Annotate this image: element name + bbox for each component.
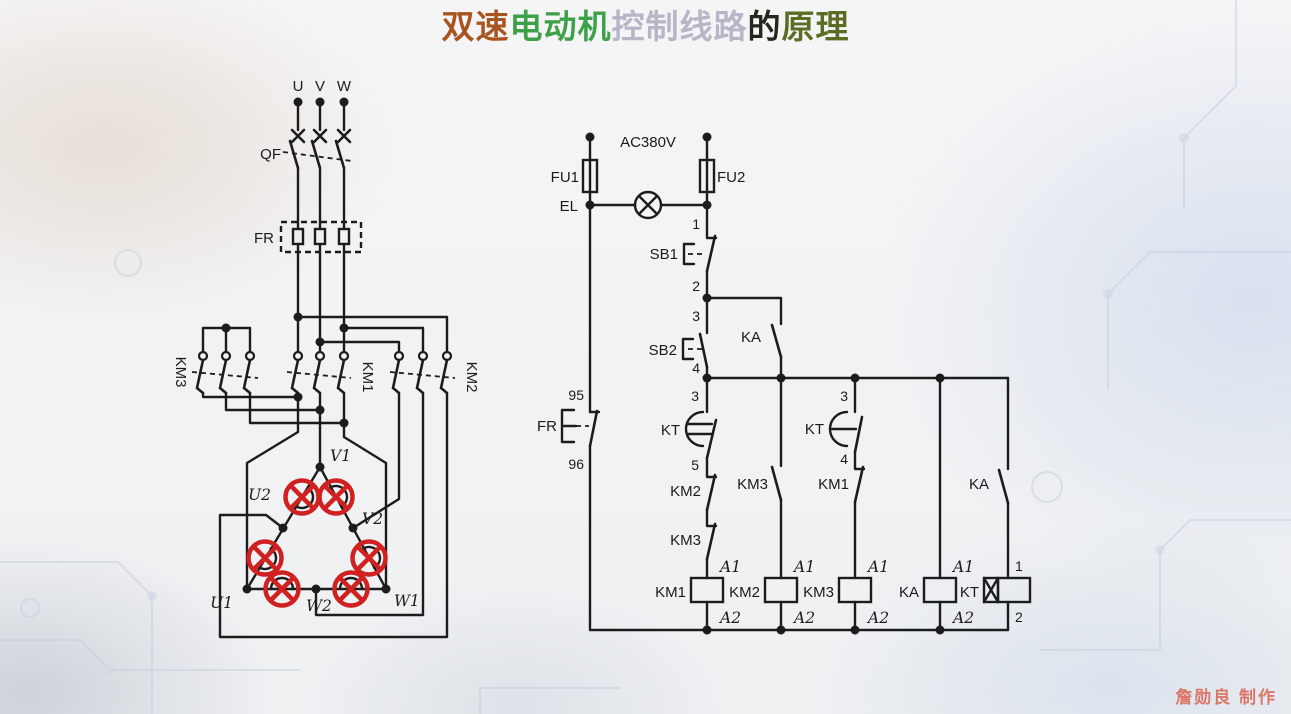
sb2-start-button: 3 SB2 4 [649, 308, 709, 380]
branch-kt-coil: KA 1 KT 2 [960, 376, 1032, 632]
red-x-circle [263, 570, 301, 608]
b2-a2-label: A2 [792, 609, 815, 627]
b3-node-3-label: 3 [840, 388, 848, 404]
km2-contactor-contacts: KM2 [218, 350, 480, 639]
node-1-label: 1 [692, 216, 700, 232]
fr-power-label: FR [254, 230, 274, 247]
terminal-w2-label: W2 [306, 597, 332, 615]
b3-km1-contact-label: KM1 [818, 476, 849, 493]
km3-coil-label: KM3 [803, 584, 834, 601]
fr-overload-symbol: FR [254, 220, 363, 354]
red-x-circle [350, 539, 388, 577]
control-rails [588, 373, 1010, 635]
terminal-u1-label: U1 [210, 594, 233, 612]
sb1-label: SB1 [650, 246, 678, 263]
branch-km2-coil: KM3 A1 KM2 A2 [729, 376, 815, 632]
ka-seal-label: KA [741, 329, 761, 346]
el-lamp-symbol [633, 190, 663, 220]
branch-km3-coil: 3 KT 4 KM1 A1 KM3 A2 [803, 376, 889, 632]
red-x-circle [317, 478, 355, 516]
terminal-w1-label: W1 [394, 592, 420, 610]
b2-a1-label: A1 [792, 558, 815, 576]
phase-u-label: U [293, 78, 304, 95]
node-2-label: 2 [692, 278, 700, 294]
terminal-v2-label: V2 [362, 510, 383, 528]
sb2-label: SB2 [649, 342, 677, 359]
km2-power-label: KM2 [463, 362, 480, 393]
title-segment-speed: 双速 [441, 8, 510, 45]
b2-km3-contact-label: KM3 [737, 476, 768, 493]
el-label: EL [560, 198, 578, 215]
motor-winding-delta: V1 U2 V2 U1 W2 W1 [210, 447, 420, 615]
fr-control-label: FR [537, 418, 557, 435]
phase-v-label: V [315, 78, 325, 95]
author-watermark: 詹勋良 制作 [1175, 688, 1277, 707]
phase-w-label: W [337, 78, 352, 95]
node-4-label: 4 [692, 360, 700, 376]
b5-ka-contact-label: KA [969, 476, 989, 493]
km3-power-label: KM3 [172, 357, 189, 388]
b3-kt-contact-label: KT [805, 421, 824, 438]
km1-coil-label: KM1 [655, 584, 686, 601]
b1-a1-label: A1 [718, 558, 741, 576]
power-circuit: U V W QF FR [172, 78, 480, 639]
red-x-circle [246, 539, 284, 577]
km1-contactor-contacts: KM1 [245, 350, 388, 591]
fu1-label: FU1 [551, 169, 579, 186]
title-segment-control: 控制线路 [611, 8, 748, 45]
b3-a1-label: A1 [866, 558, 889, 576]
ka-seal-contact: KA [705, 296, 783, 380]
qf-label: QF [260, 146, 281, 163]
sb1-stop-button: 1 SB1 2 [650, 216, 718, 335]
b3-node-4-label: 4 [840, 451, 848, 467]
title-segment-de: 的 [747, 8, 782, 45]
fr-nc-contact: 95 FR 96 [537, 387, 601, 632]
b1-kt-contact-label: KT [661, 422, 680, 439]
supply-voltage-label: AC380V [620, 134, 676, 151]
branch-km1-coil: 3 KT 5 KM2 KM3 A1 KM1 A2 [655, 376, 741, 632]
km2-feed-wires [293, 312, 449, 354]
km1-power-label: KM1 [359, 362, 376, 393]
b5-node-1-label: 1 [1015, 558, 1023, 574]
node-96-label: 96 [568, 456, 584, 472]
km2-coil-label: KM2 [729, 584, 760, 601]
fu2-label: FU2 [717, 169, 745, 186]
phase-terminals: U V W [293, 78, 352, 132]
b1-node-5-label: 5 [691, 457, 699, 473]
qf-breaker-symbol: QF [260, 128, 353, 231]
branch-ka-coil: A1 KA A2 [899, 376, 974, 632]
b1-km3-contact-label: KM3 [670, 532, 701, 549]
node-95-label: 95 [568, 387, 584, 403]
red-x-circle [332, 570, 370, 608]
b4-a1-label: A1 [951, 558, 974, 576]
ka-coil-label: KA [899, 584, 919, 601]
title-segment-principle: 原理 [781, 8, 850, 45]
b1-node-3-label: 3 [691, 388, 699, 404]
terminal-v1-label: V1 [330, 447, 351, 465]
control-circuit: AC380V FU1 FU2 EL 1 [537, 132, 1032, 635]
terminal-u2-label: U2 [248, 486, 271, 504]
kt-coil-label: KT [960, 584, 979, 601]
page-title: 双速电动机控制线路的原理 [0, 6, 1291, 48]
b4-a2-label: A2 [951, 609, 974, 627]
title-segment-motor: 电动机 [509, 8, 612, 45]
winding-red-x-annotations [246, 478, 388, 608]
node-3-label: 3 [692, 308, 700, 324]
b1-a2-label: A2 [718, 609, 741, 627]
b5-node-2-label: 2 [1015, 609, 1023, 625]
b1-km2-contact-label: KM2 [670, 483, 701, 500]
b3-a2-label: A2 [866, 609, 889, 627]
supply-and-fuses: AC380V FU1 FU2 EL [551, 132, 745, 414]
